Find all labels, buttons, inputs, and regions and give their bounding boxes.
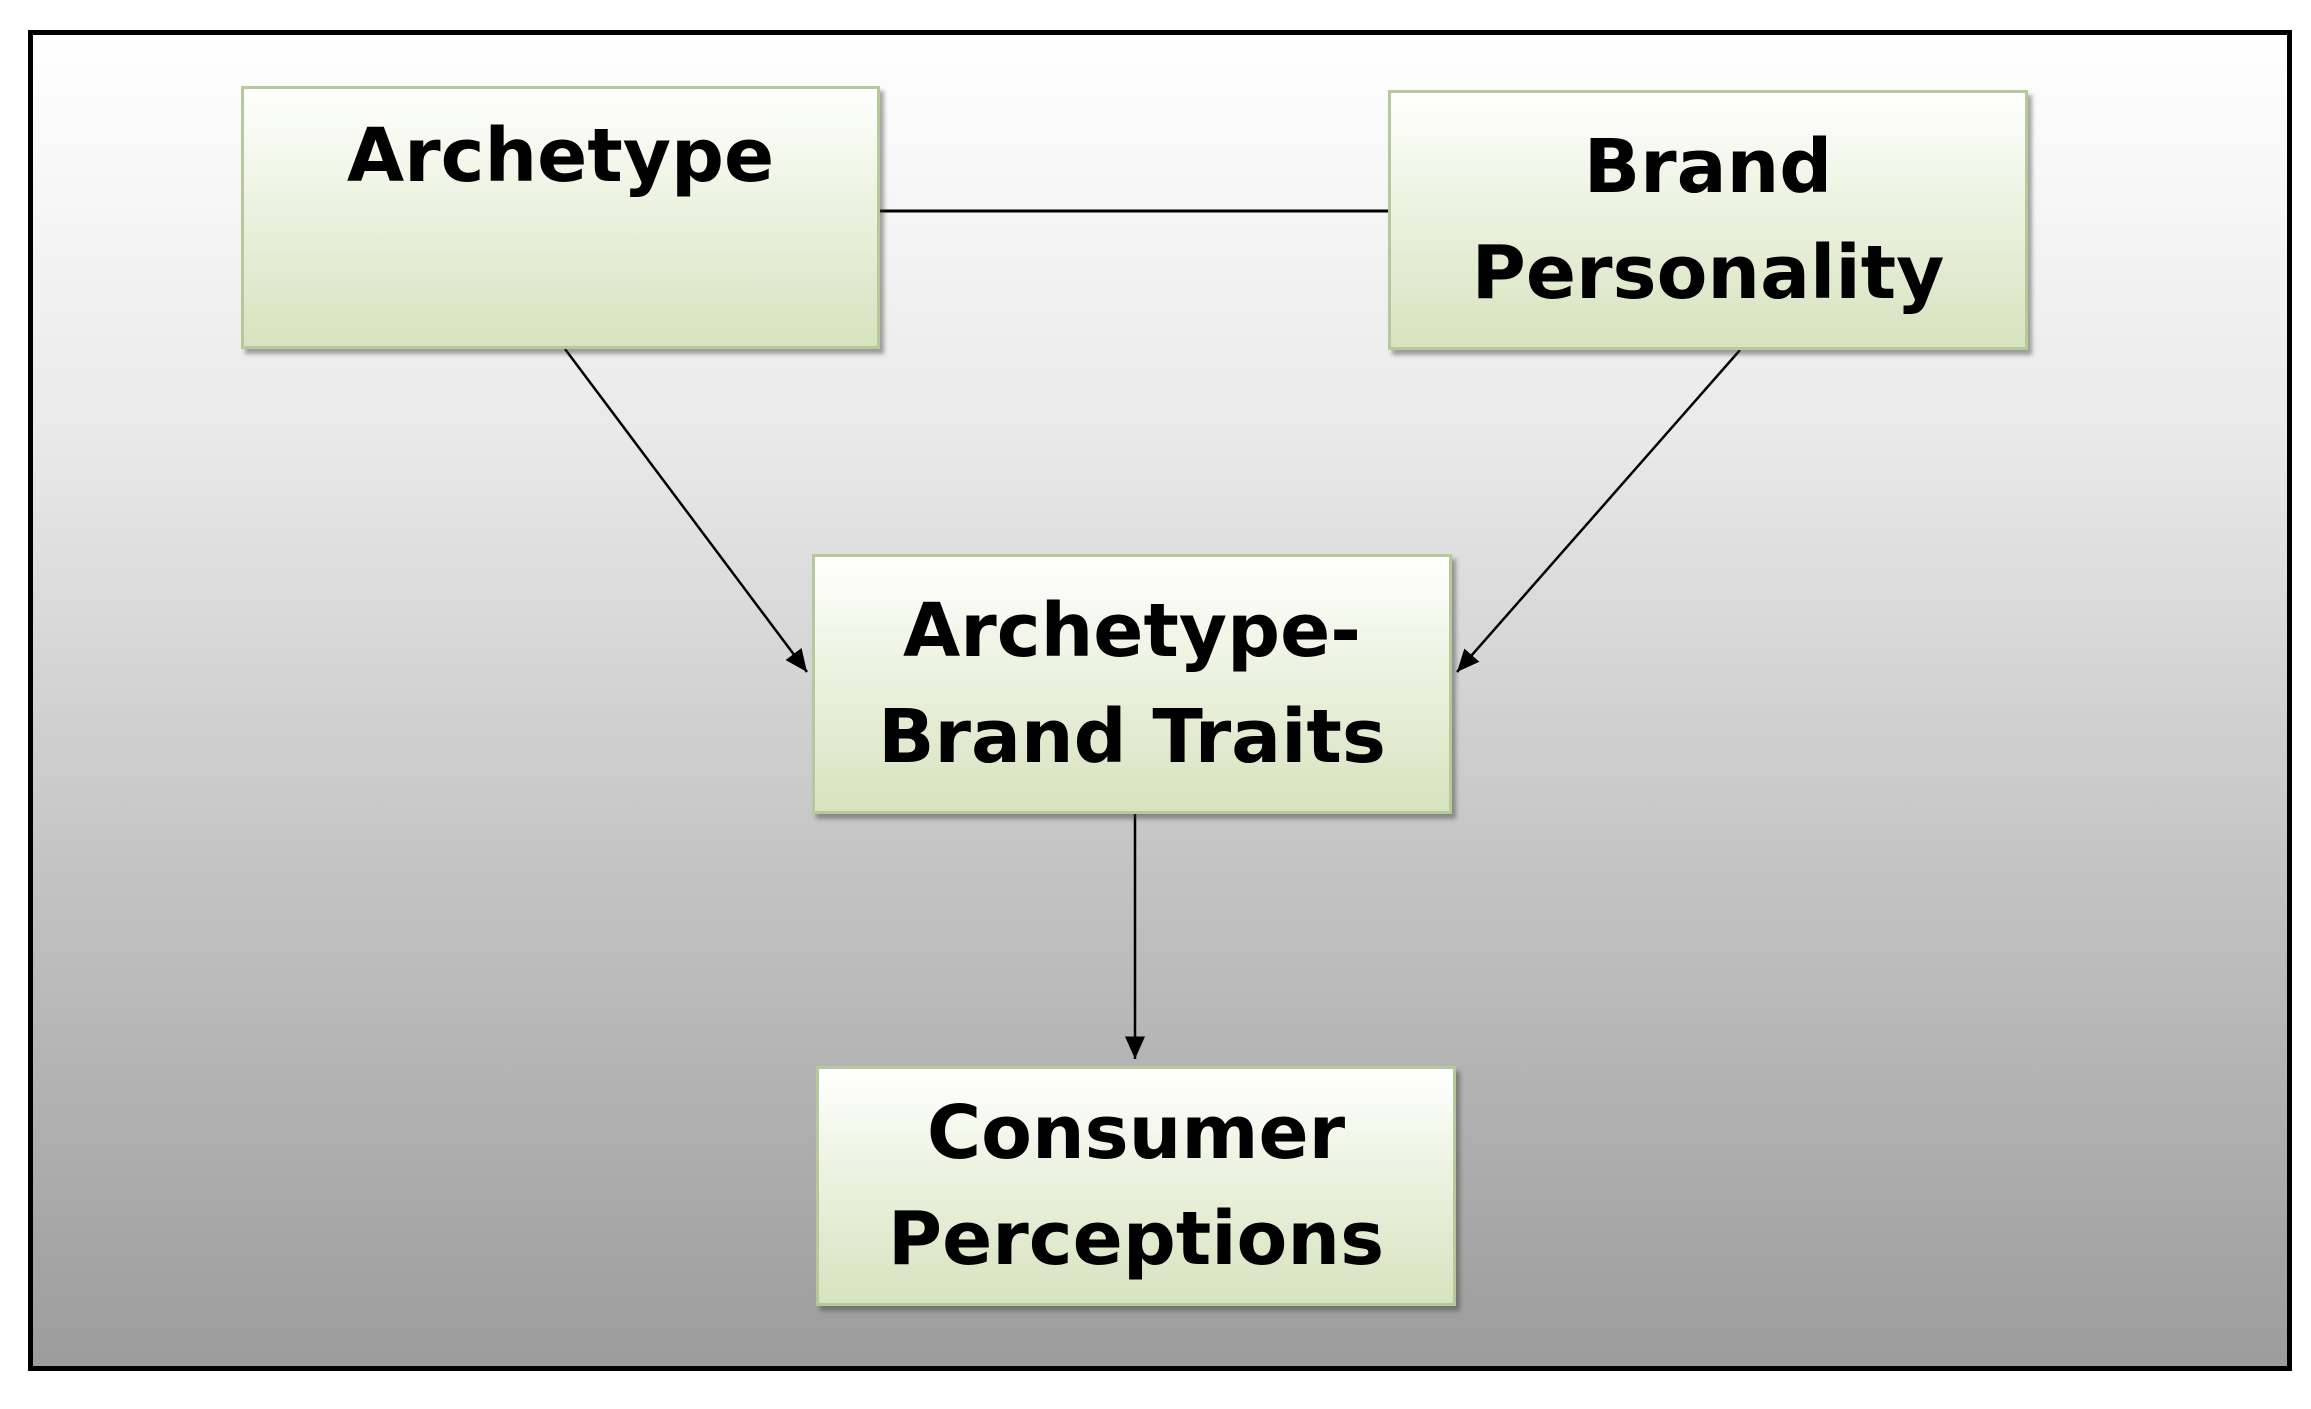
node-archetype-label: Archetype xyxy=(346,113,775,199)
node-archetype-brand-traits: Archetype- Brand Traits xyxy=(812,554,1452,814)
node-archetype: Archetype xyxy=(241,86,880,349)
node-archetype-brand-traits-label: Archetype- Brand Traits xyxy=(878,588,1386,780)
node-consumer-perceptions: Consumer Perceptions xyxy=(816,1066,1456,1306)
node-brand-personality-label: Brand Personality xyxy=(1471,124,1945,316)
node-consumer-perceptions-label: Consumer Perceptions xyxy=(887,1090,1385,1282)
node-brand-personality: Brand Personality xyxy=(1388,90,2028,350)
